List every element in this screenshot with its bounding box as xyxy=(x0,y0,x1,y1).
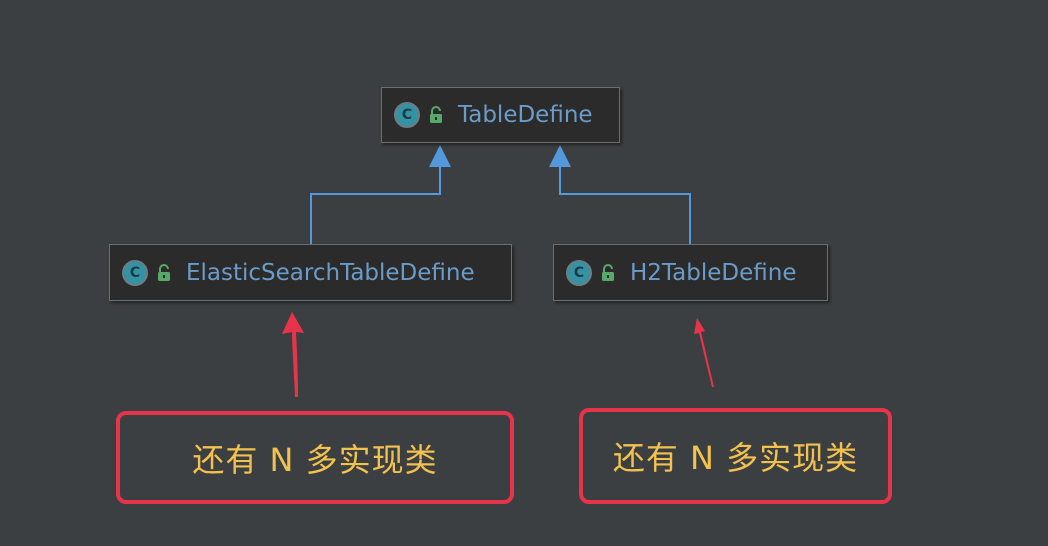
annotation-box-left: 还有 N 多实现类 xyxy=(116,411,514,504)
unlock-icon xyxy=(430,106,442,123)
annotation-text-left: 还有 N 多实现类 xyxy=(192,440,438,479)
class-name: TableDefine xyxy=(458,102,593,128)
class-node-tabledefine[interactable]: C TableDefine xyxy=(381,87,620,143)
annotation-arrow-left xyxy=(282,312,304,397)
class-icon: C xyxy=(566,259,592,286)
class-icon-letter: C xyxy=(573,264,585,281)
class-icon-letter: C xyxy=(129,264,141,281)
class-icon-letter: C xyxy=(401,107,413,123)
inheritance-edge-left xyxy=(310,166,441,244)
class-node-h2tabledefine[interactable]: C H2TableDefine xyxy=(553,244,828,301)
inheritance-arrowhead-right xyxy=(549,145,571,167)
annotation-text-right: 还有 N 多实现类 xyxy=(612,439,859,477)
class-node-elasticsearchtabledefine[interactable]: C ElasticSearchTableDefine xyxy=(109,244,512,301)
class-icon: C xyxy=(394,102,420,128)
unlock-icon xyxy=(602,263,614,281)
class-name: H2TableDefine xyxy=(630,259,797,286)
annotation-arrow-right xyxy=(694,318,714,387)
class-icon: C xyxy=(122,259,148,286)
annotation-box-right: 还有 N 多实现类 xyxy=(579,408,892,504)
unlock-icon xyxy=(158,263,170,281)
class-name: ElasticSearchTableDefine xyxy=(186,259,475,286)
inheritance-arrowhead-left xyxy=(429,145,451,167)
inheritance-edge-right xyxy=(559,166,691,244)
